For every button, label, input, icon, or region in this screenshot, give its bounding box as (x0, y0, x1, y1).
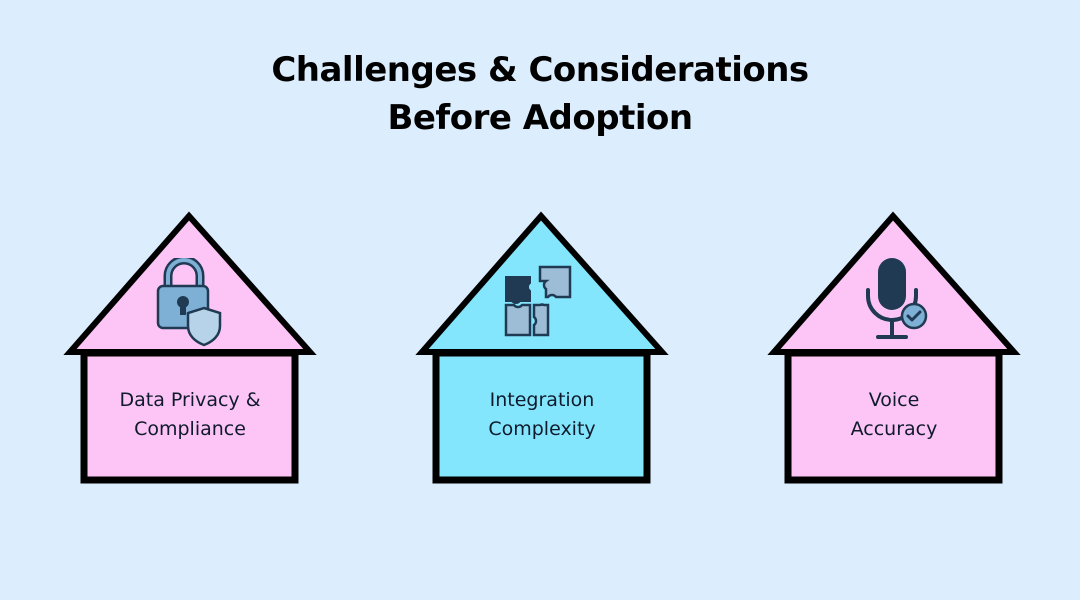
house-voice-accuracy: Voice Accuracy (764, 210, 1024, 490)
house-label: Integration Complexity (438, 386, 646, 444)
puzzle-pieces-icon (504, 265, 572, 337)
title-line-2: Before Adoption (387, 98, 693, 138)
microphone-check-icon (866, 258, 928, 339)
house-shape (767, 211, 1021, 484)
label-line-1: Integration (489, 389, 595, 411)
title-line-1: Challenges & Considerations (271, 50, 809, 90)
house-shape (63, 211, 317, 484)
label-line-2: Compliance (134, 418, 246, 440)
label-line-1: Voice (868, 389, 920, 411)
house-label: Voice Accuracy (790, 386, 998, 444)
house-data-privacy: Data Privacy & Compliance (60, 210, 320, 490)
page-title: Challenges & Considerations Before Adopt… (0, 46, 1080, 142)
label-line-1: Data Privacy & (119, 389, 261, 411)
label-line-2: Complexity (488, 418, 596, 440)
house-label: Data Privacy & Compliance (86, 386, 294, 444)
label-line-2: Accuracy (850, 418, 938, 440)
house-shape (415, 211, 669, 484)
house-integration-complexity: Integration Complexity (412, 210, 672, 490)
lock-shield-icon (156, 258, 222, 347)
